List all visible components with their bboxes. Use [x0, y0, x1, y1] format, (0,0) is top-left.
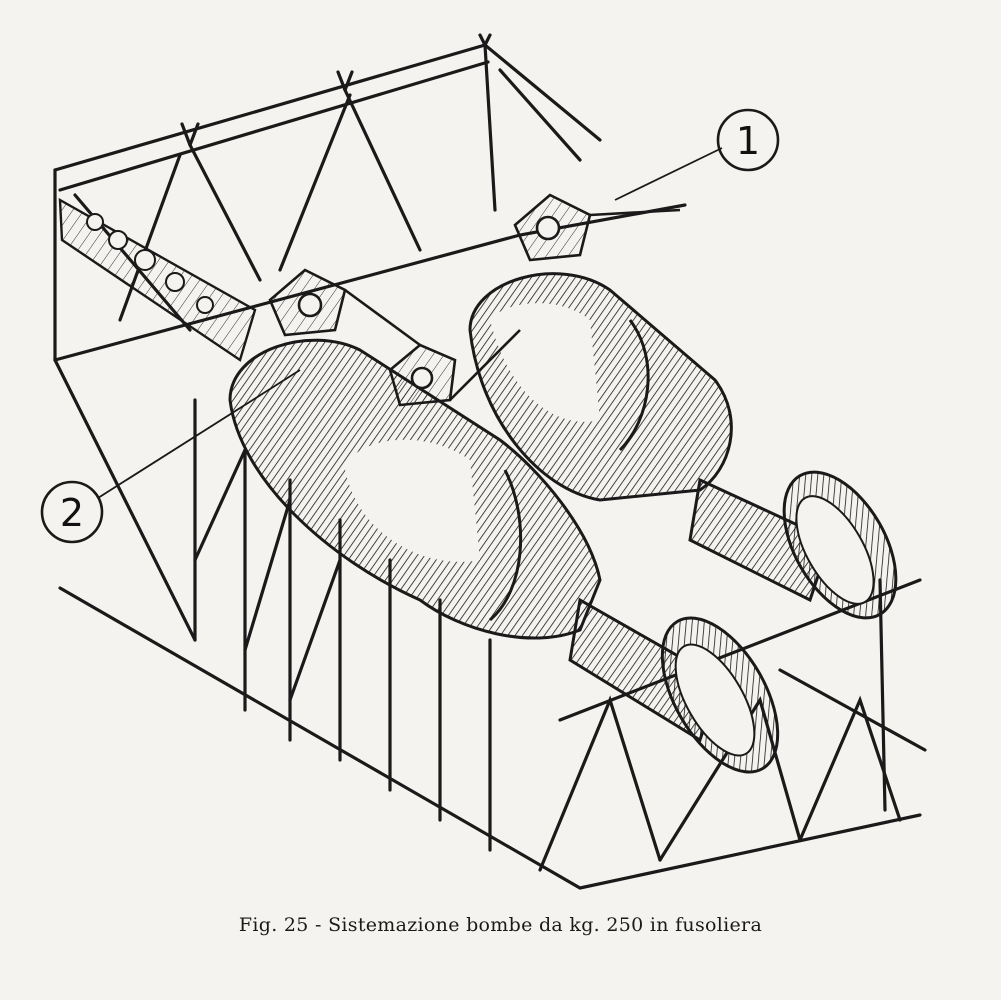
perforated-side-plate — [58, 197, 257, 362]
figure-caption: Fig. 25 - Sistemazione bombe da kg. 250 … — [238, 914, 763, 936]
callout-1-circle — [716, 108, 780, 172]
suspension-brackets — [268, 193, 681, 407]
callout-2: 2 — [40, 369, 301, 544]
callout-1-label: 1 — [736, 119, 760, 163]
callout-1: 1 — [614, 108, 780, 201]
bomb-front — [228, 338, 780, 774]
callout-2-label: 2 — [60, 491, 84, 535]
callout-2-circle — [40, 480, 104, 544]
